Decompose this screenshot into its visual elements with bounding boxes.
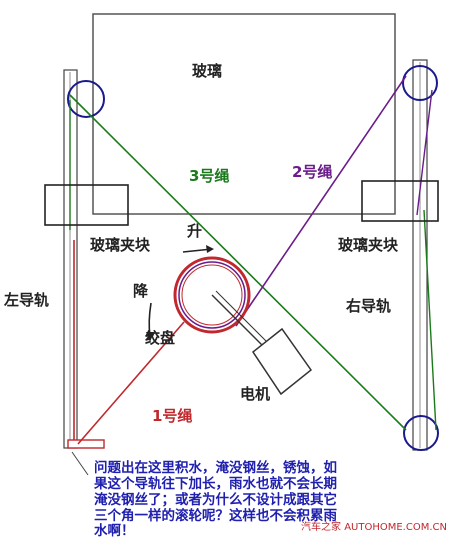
top-right-pulley	[402, 65, 438, 101]
bottom-right-pulley	[403, 415, 439, 451]
rope-3-label: 3号绳	[189, 167, 229, 185]
winch-drum-core	[181, 264, 243, 326]
rope-2-right-down	[416, 89, 433, 216]
down-label: 降	[133, 282, 149, 300]
motor-label: 电机	[240, 385, 270, 403]
note-line-3: 淹没钢丝了；或者为什么不设计成跟其它	[94, 491, 337, 508]
motor-body	[251, 327, 313, 396]
down-arrow-head	[146, 332, 154, 342]
left-clamp-label: 玻璃夹块	[90, 236, 151, 254]
right-glass-clamp-block	[361, 180, 439, 222]
right-rail-label: 右导轨	[346, 297, 391, 315]
note-line-1: 问题出在这里积水，淹没钢丝，锈蚀，如	[94, 459, 337, 476]
up-label: 升	[187, 222, 202, 240]
top-left-pulley	[67, 80, 105, 118]
left-rail-label: 左导轨	[3, 291, 49, 309]
water-pointer-line	[71, 451, 89, 476]
glass-label: 玻璃	[192, 62, 222, 80]
left-rail-foot	[67, 439, 105, 449]
rope-3-right-up	[423, 209, 437, 431]
note-line-5: 水啊！	[94, 522, 135, 537]
up-arrow-head	[206, 245, 214, 253]
left-glass-clamp-block	[44, 184, 129, 226]
winch-drum-inner	[178, 261, 246, 329]
note-line-2: 果这个导轨往下加长，雨水也就不会长期	[94, 475, 337, 492]
winch-label: 绞盘	[145, 329, 175, 347]
winch-drum-outer	[173, 256, 251, 334]
right-clamp-label: 玻璃夹块	[338, 236, 399, 254]
rope-1-label: 1号绳	[152, 407, 192, 425]
watermark-text: 汽车之家 AUTOHOME.COM.CN	[301, 520, 447, 533]
glass-pane	[92, 13, 396, 215]
rope-2-main	[235, 75, 407, 327]
motor-shaft	[211, 294, 263, 346]
rope-1-main	[77, 321, 185, 445]
note-line-4: 三个角一样的滚轮呢？这样也不会积累雨	[94, 507, 337, 524]
rope-3-main	[69, 94, 407, 431]
rope-2-label: 2号绳	[292, 163, 332, 181]
motor-shaft-edge	[215, 290, 267, 342]
explanation-note: 问题出在这里积水，淹没钢丝，锈蚀，如 果这个导轨往下加长，雨水也就不会长期 淹没…	[94, 459, 337, 537]
